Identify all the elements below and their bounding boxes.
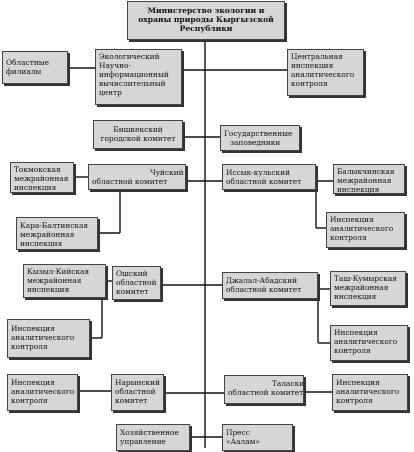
node-ministry: Министерство экологии и охраны природы К… [127, 1, 285, 40]
node-inspection-talas: Инспекция аналитического контроля [332, 374, 408, 411]
node-press: Пресс «Аалам» [222, 424, 293, 451]
node-inspection-osh: Инспекция аналитического контроля [7, 319, 90, 358]
node-talas: Талаский областной комитет [224, 375, 304, 404]
node-issyk-kul: Иссык-кульский областной комитет [222, 164, 316, 190]
node-reserves: Государственные заповедники [220, 125, 300, 151]
node-chui: Чуйский областной комитет [88, 164, 186, 190]
node-tash-kumyr: Таш-Кумырская межрайонная инспекция [330, 271, 406, 306]
node-inspection-naryn: Инспекция аналитического контроля [7, 374, 78, 411]
node-jalal-abad: Джалал-Абадский областной комитет [222, 272, 318, 299]
node-oblast-branches: Областные филиалы [2, 51, 68, 84]
node-kyzyl-kiya: Кызыл-Кийская межрайонная инспекция [23, 264, 106, 298]
node-balykchy: Балыкчинская межрайонная инспекция [333, 164, 405, 194]
node-kara-balta: Кара-Балтинская межрайонная инспекция [16, 217, 98, 250]
node-inspection-issyk-kul: Инспекция аналитического контроля [326, 212, 405, 248]
node-inspection-jalal-abad: Инспекция аналитического контроля [330, 325, 408, 361]
node-central-inspection: Центральная инспекция аналитического кон… [287, 49, 364, 96]
node-naryn: Нарынский областной комитет [111, 374, 164, 411]
node-economic: Хозяйственное управление [116, 424, 190, 451]
node-bishkek: Бишкекский городской комитет [93, 120, 183, 149]
node-osh: Ошский областной комитет [112, 266, 161, 300]
node-tokmok: Токмокская межрайонная инспекция [10, 162, 74, 193]
node-eco-center: Экологический Научно- информационный выч… [95, 49, 182, 105]
